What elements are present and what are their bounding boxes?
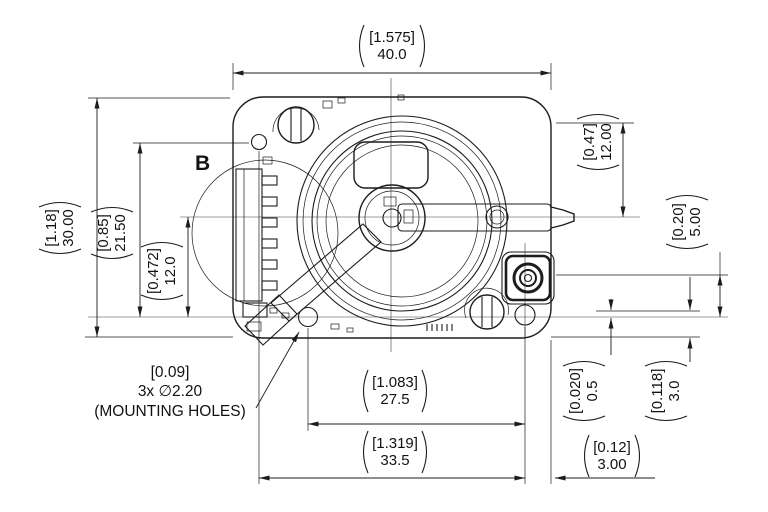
detail-circle-b	[191, 159, 339, 307]
dim-mm: 0.5	[584, 381, 601, 402]
dim-offset-3-0: [0.118] 3.0	[644, 277, 693, 422]
dim-center-to-holes: [0.472] 12.0	[140, 217, 191, 317]
dim-hole-span-vertical: [0.85] 21.50	[90, 143, 143, 317]
note-caption: (MOUNTING HOLES)	[94, 403, 246, 420]
dim-offset-0-5: [0.020] 0.5	[562, 299, 614, 422]
detail-view-label: B	[195, 152, 210, 175]
dim-inch: [0.85]	[95, 214, 112, 252]
mounting-hole-bottom-left	[297, 306, 319, 328]
centerlines	[88, 78, 728, 352]
dim-mm: 5.00	[687, 207, 704, 236]
dim-inch: [1.083]	[372, 374, 418, 391]
mounting-hole-bottom-right	[514, 304, 536, 326]
dimension-annotations: [1.575] 40.0 [1.18] 30.00 [0.85] 21.50	[38, 24, 723, 481]
dim-mm: 33.5	[380, 452, 409, 469]
screw-bottom-right-icon	[464, 287, 509, 330]
dim-edge-3-00: [0.12] 3.00	[555, 434, 655, 481]
note-spec: 3x ∅2.20	[138, 383, 203, 400]
dim-mm: 21.50	[112, 214, 129, 252]
dim-side-offset-5: [0.20] 5.00	[665, 194, 723, 317]
output-hub	[358, 184, 426, 252]
dim-inch: [0.20]	[670, 203, 687, 241]
dim-inch: [0.47]	[581, 123, 598, 161]
dim-top-to-center: [0.47] 12.00	[576, 113, 626, 217]
output-arm-diagonal	[244, 223, 382, 346]
dim-mm: 3.0	[666, 381, 683, 402]
dim-hole-span-27-5: [1.083] 27.5	[308, 369, 525, 427]
rotor-rings	[296, 115, 508, 327]
dim-mm: 30.00	[60, 209, 77, 247]
screw-top-left-icon	[272, 106, 320, 144]
dim-inch: [1.18]	[43, 209, 60, 247]
output-arm-right	[397, 203, 575, 232]
label-window	[353, 141, 429, 189]
dim-inch: [0.472]	[145, 248, 162, 294]
dim-inch: [1.575]	[369, 29, 415, 46]
pcb-components	[246, 94, 453, 333]
dim-inch: [0.12]	[593, 439, 631, 456]
dim-overall-width: [1.575] 40.0	[233, 24, 551, 76]
device-view: B	[88, 78, 728, 352]
dim-inch: [0.020]	[567, 368, 584, 414]
wire-connector	[235, 168, 278, 318]
mounting-hole-top-left	[250, 133, 268, 151]
mounting-holes-note: [0.09] 3x ∅2.20 (MOUNTING HOLES)	[94, 331, 300, 420]
dim-overall-height: [1.18] 30.00	[38, 98, 100, 337]
dim-hole-span-33-5: [1.319] 33.5	[259, 430, 525, 481]
dim-mm: 40.0	[377, 46, 406, 63]
dim-mm: 27.5	[380, 391, 409, 408]
extension-lines	[85, 63, 728, 484]
dim-inch: [0.118]	[649, 369, 666, 414]
trimmer-connector	[501, 251, 555, 305]
dim-mm: 3.00	[597, 456, 626, 473]
dim-inch: [1.319]	[372, 435, 418, 452]
note-inch: [0.09]	[151, 364, 190, 381]
dim-mm: 12.0	[162, 256, 179, 285]
dim-mm: 12.00	[598, 123, 615, 161]
